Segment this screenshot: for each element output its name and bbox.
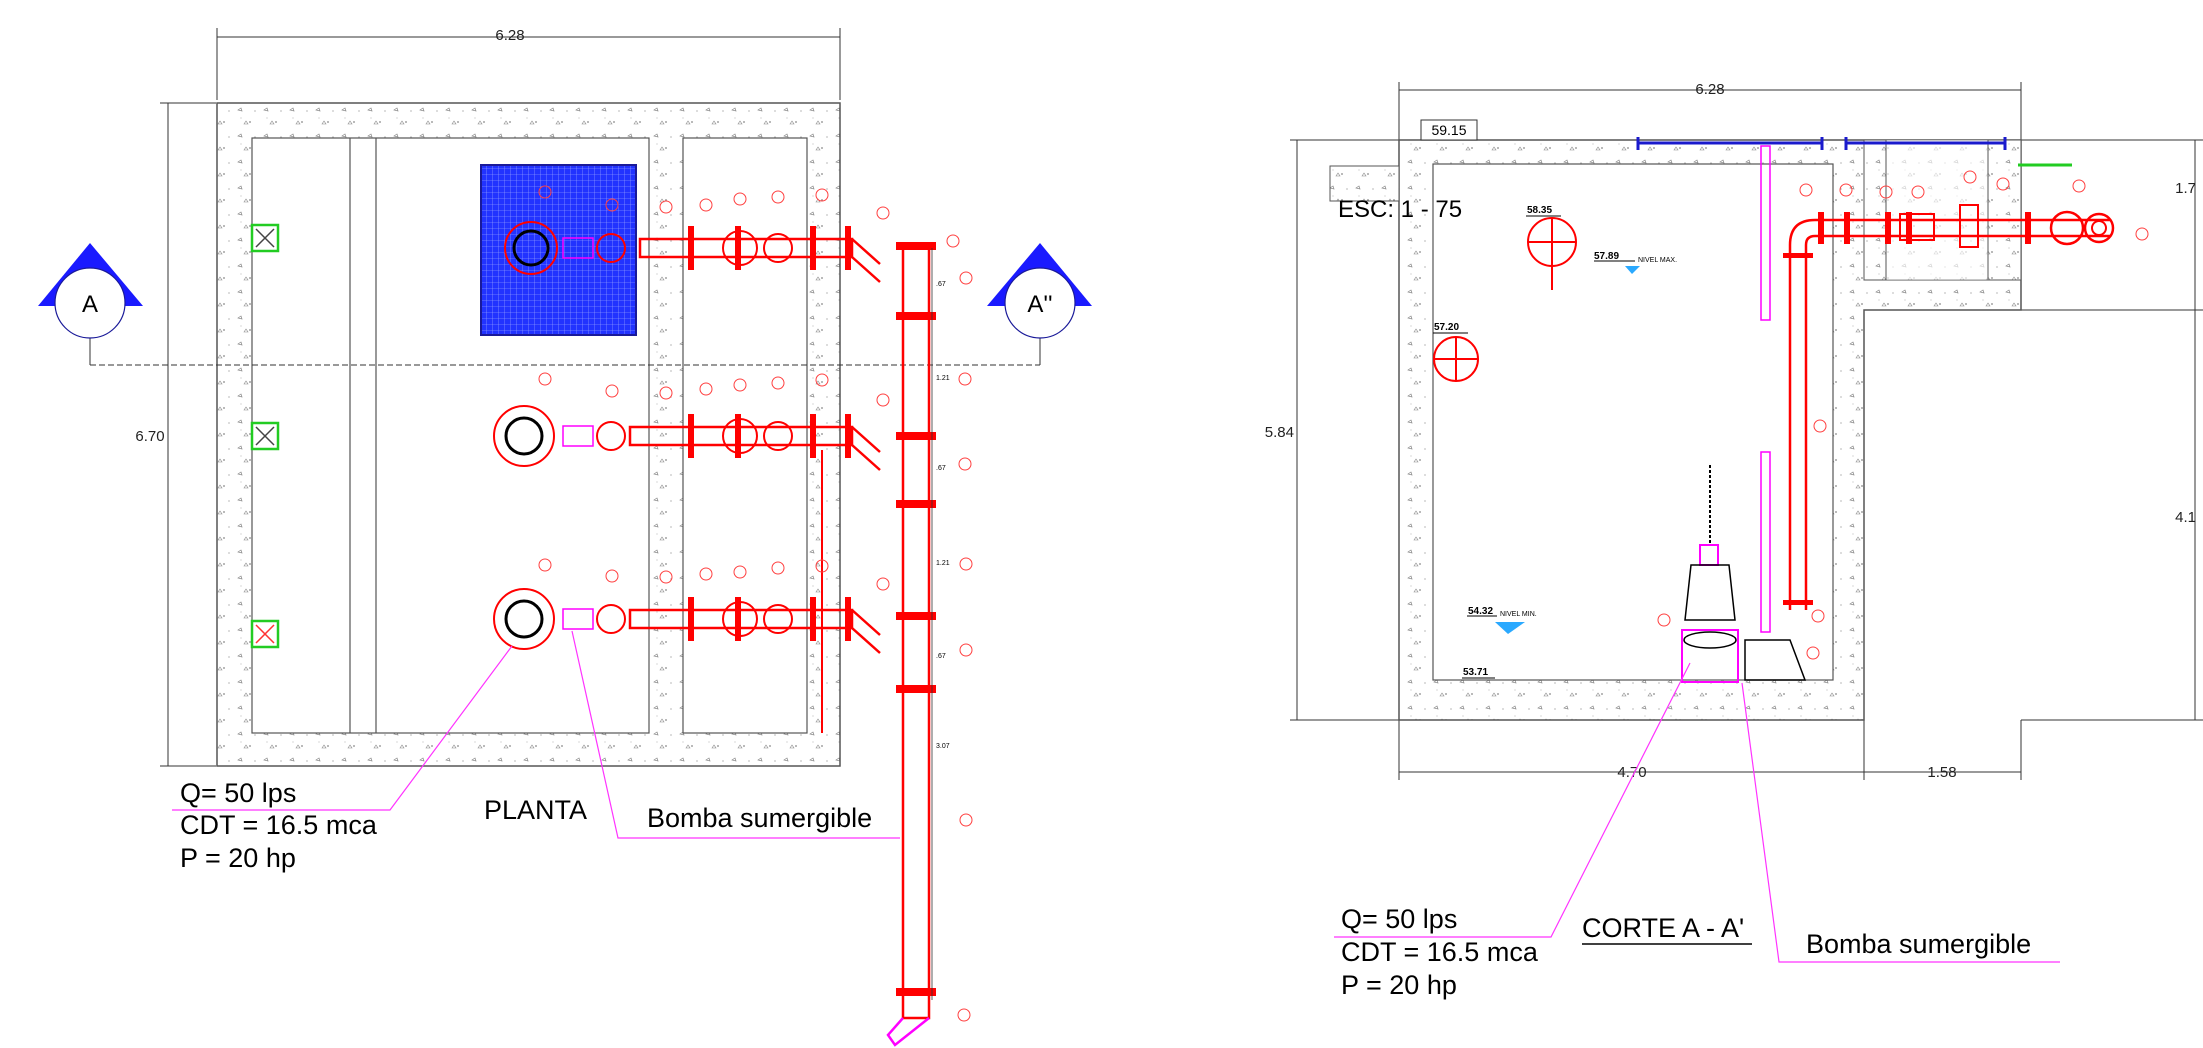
section-dim-right: 1.58 xyxy=(1927,764,1956,781)
vent-icon xyxy=(250,421,280,451)
submersible-pump xyxy=(1681,465,1807,683)
svg-text:A: A xyxy=(82,291,98,318)
section-dim-left: 4.70 xyxy=(1617,764,1646,781)
section-bottom-dimensions xyxy=(1398,720,2022,780)
top-level-label: 59.15 xyxy=(1431,122,1466,138)
spec-leader-plan xyxy=(172,645,513,811)
callout-bubbles xyxy=(538,185,973,1022)
svg-text:58.35: 58.35 xyxy=(1527,205,1552,216)
riser-dim-4: 1.21 xyxy=(936,560,950,567)
pump-row-1 xyxy=(504,221,881,283)
svg-text:57.89: 57.89 xyxy=(1594,251,1619,262)
section-dim-right-mid: 4.1 xyxy=(2175,509,2196,526)
plan-pump-label: Bomba sumergible xyxy=(647,803,872,833)
pump-leader-section xyxy=(1741,682,2060,963)
section-marker-left: A xyxy=(38,243,143,339)
plan-width-dimension xyxy=(216,28,841,100)
svg-text:54.32: 54.32 xyxy=(1468,606,1493,617)
section-right-dimensions xyxy=(2021,139,2203,721)
riser-dim-6: 3.07 xyxy=(936,743,950,750)
spec-leader-section xyxy=(1334,662,1691,938)
scale-label: ESC: 1 - 75 xyxy=(1338,196,1462,223)
plan-spec-head: CDT = 16.5 mca xyxy=(180,810,378,840)
plan-title: PLANTA xyxy=(484,795,587,825)
plan-spec-power: P = 20 hp xyxy=(180,843,296,873)
vent-icon xyxy=(250,619,280,649)
top-level-box xyxy=(1420,119,1478,141)
section-callouts xyxy=(1657,170,2149,660)
plan-height-label: 6.70 xyxy=(135,428,164,445)
section-height-dimension xyxy=(1290,139,1399,721)
section-dim-right-top: 1.7 xyxy=(2175,180,2196,197)
svg-text:A'': A'' xyxy=(1027,291,1052,318)
access-hatch xyxy=(480,164,637,336)
vent-icon xyxy=(250,223,280,253)
section-title: CORTE A - A' xyxy=(1582,913,1744,943)
svg-text:NIVEL MIN.: NIVEL MIN. xyxy=(1500,611,1537,618)
riser-dim-5: .67 xyxy=(936,653,946,660)
svg-text:NIVEL MAX.: NIVEL MAX. xyxy=(1638,257,1677,264)
plan-view: 6.28 6.70 xyxy=(38,27,1092,1047)
svg-text:53.71: 53.71 xyxy=(1463,667,1488,678)
section-spec-head: CDT = 16.5 mca xyxy=(1341,937,1539,967)
pump-row-2 xyxy=(493,405,881,471)
pump-row-3 xyxy=(493,588,881,654)
section-spec-flow: Q= 50 lps xyxy=(1341,904,1457,934)
discharge-header xyxy=(886,242,936,1047)
plan-height-dimension xyxy=(160,102,216,767)
section-spec-power: P = 20 hp xyxy=(1341,970,1457,1000)
svg-text:57.20: 57.20 xyxy=(1434,322,1459,333)
section-width-label: 6.28 xyxy=(1695,81,1724,98)
plan-width-label: 6.28 xyxy=(495,27,524,44)
section-width-dimension xyxy=(1398,82,2022,140)
section-pump-label: Bomba sumergible xyxy=(1806,929,2031,959)
riser-dim-3: .67 xyxy=(936,465,946,472)
riser-dim-1: .67 xyxy=(936,281,946,288)
riser-dim-2: 1.21 xyxy=(936,375,950,382)
plan-spec-flow: Q= 50 lps xyxy=(180,778,296,808)
level-marks: 58.35 57.89 NIVEL MAX. 57.20 54.32 NIVEL… xyxy=(1433,205,1677,679)
section-view: 6.28 5.84 4.70 1.58 1.7 4.1 xyxy=(1265,81,2203,1000)
section-wet-well xyxy=(1432,163,1834,681)
section-marker-right: A'' xyxy=(987,243,1092,339)
pump-leader-plan xyxy=(571,630,900,839)
section-height-label: 5.84 xyxy=(1265,424,1294,441)
plan-valve-chamber xyxy=(682,137,808,734)
